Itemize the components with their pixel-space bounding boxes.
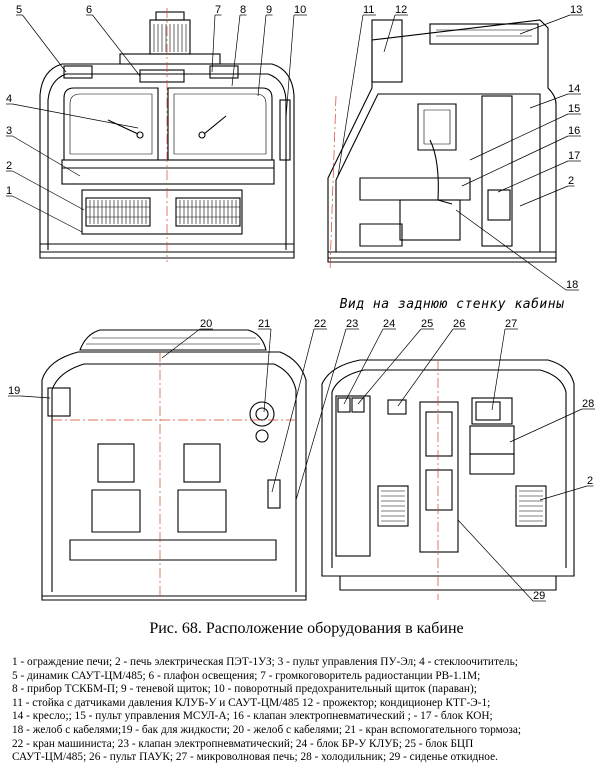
callout-2: 2 xyxy=(568,175,574,187)
leader-line xyxy=(457,519,534,602)
callout-9: 9 xyxy=(266,4,272,16)
leader-line xyxy=(469,113,569,161)
legend-line: 8 - прибор ТСКБМ-П; 9 - теневой щиток; 1… xyxy=(12,683,477,696)
legend-line: САУТ-ЦМ/485; 26 - пульт ПАУК; 27 - микро… xyxy=(12,751,498,764)
legend-line: 1 - ограждение печи; 2 - печь электричес… xyxy=(12,656,518,668)
callout-26: 26 xyxy=(453,318,465,330)
legend-line: 5 - динамик САУТ-ЦМ/485; 6 - плафон осве… xyxy=(12,669,481,682)
rear-wall-view xyxy=(321,359,575,600)
callout-23: 23 xyxy=(346,318,358,330)
callout-13: 13 xyxy=(570,4,582,16)
callout-17: 17 xyxy=(568,150,580,162)
callout-11: 11 xyxy=(363,4,374,16)
callout-6: 6 xyxy=(86,4,92,16)
callout-18: 18 xyxy=(566,279,578,291)
leader-line xyxy=(455,209,567,291)
callout-24: 24 xyxy=(383,318,395,330)
legend-line: 18 - желоб с кабелями;19 - бак для жидко… xyxy=(12,723,522,736)
callout-4: 4 xyxy=(6,93,12,105)
leader-line xyxy=(12,103,139,129)
callout-2: 2 xyxy=(587,475,593,487)
callout-7: 7 xyxy=(215,4,221,16)
callout-3: 3 xyxy=(6,125,12,137)
callout-1: 1 xyxy=(6,185,12,197)
leader-line xyxy=(12,135,81,177)
leader-line xyxy=(295,328,347,501)
callout-29: 29 xyxy=(533,590,545,602)
leader-line xyxy=(161,328,201,359)
legend-line: 11 - стойка с датчиками давления КЛУБ-У … xyxy=(12,696,491,709)
callout-28: 28 xyxy=(582,398,594,410)
callout-27: 27 xyxy=(505,318,517,330)
side-view xyxy=(327,19,557,271)
leader-line xyxy=(343,328,384,405)
interior-view xyxy=(41,329,307,604)
leader-line xyxy=(12,195,83,233)
leader-line xyxy=(519,14,571,35)
figure-caption: Рис. 68. Расположение оборудования в каб… xyxy=(149,620,464,637)
leader-line xyxy=(285,14,295,119)
callout-20: 20 xyxy=(200,318,212,330)
callout-19: 19 xyxy=(8,385,20,397)
callout-22: 22 xyxy=(314,318,326,330)
callout-10: 10 xyxy=(294,4,306,16)
legend-line: 14 - кресло;; 15 - пульт управления МСУЛ… xyxy=(12,710,493,723)
leader-line xyxy=(357,328,422,405)
callout-8: 8 xyxy=(240,4,246,16)
leader-line xyxy=(92,14,141,77)
callout-5: 5 xyxy=(16,4,22,16)
leader-line xyxy=(231,14,241,87)
leader-line xyxy=(539,485,588,501)
leader-line xyxy=(397,328,454,407)
callout-21: 21 xyxy=(258,318,270,330)
leader-line xyxy=(337,14,364,177)
leader-line xyxy=(263,328,272,413)
callout-14: 14 xyxy=(568,83,580,95)
legend-line: 22 - кран машиниста; 23 - клапан электро… xyxy=(12,737,474,750)
legend: 1 - ограждение печи; 2 - печь электричес… xyxy=(12,656,608,765)
callout-12: 12 xyxy=(395,4,407,16)
callout-15: 15 xyxy=(568,103,580,115)
callout-25: 25 xyxy=(421,318,433,330)
leader-line xyxy=(211,14,216,73)
leader-line xyxy=(12,170,85,211)
view-label: Вид на заднюю стенку кабины xyxy=(340,297,565,312)
leader-line xyxy=(271,328,315,493)
leader-line xyxy=(519,185,569,207)
leader-line xyxy=(257,14,267,97)
leader-line xyxy=(529,93,569,109)
leader-line xyxy=(383,14,396,53)
callout-2: 2 xyxy=(6,160,12,172)
leader-line xyxy=(20,395,51,399)
leader-line xyxy=(509,408,583,443)
leader-line xyxy=(22,14,67,73)
leader-line xyxy=(491,328,506,411)
leader-line xyxy=(461,135,569,187)
leader-line xyxy=(497,160,569,193)
callout-16: 16 xyxy=(568,125,580,137)
